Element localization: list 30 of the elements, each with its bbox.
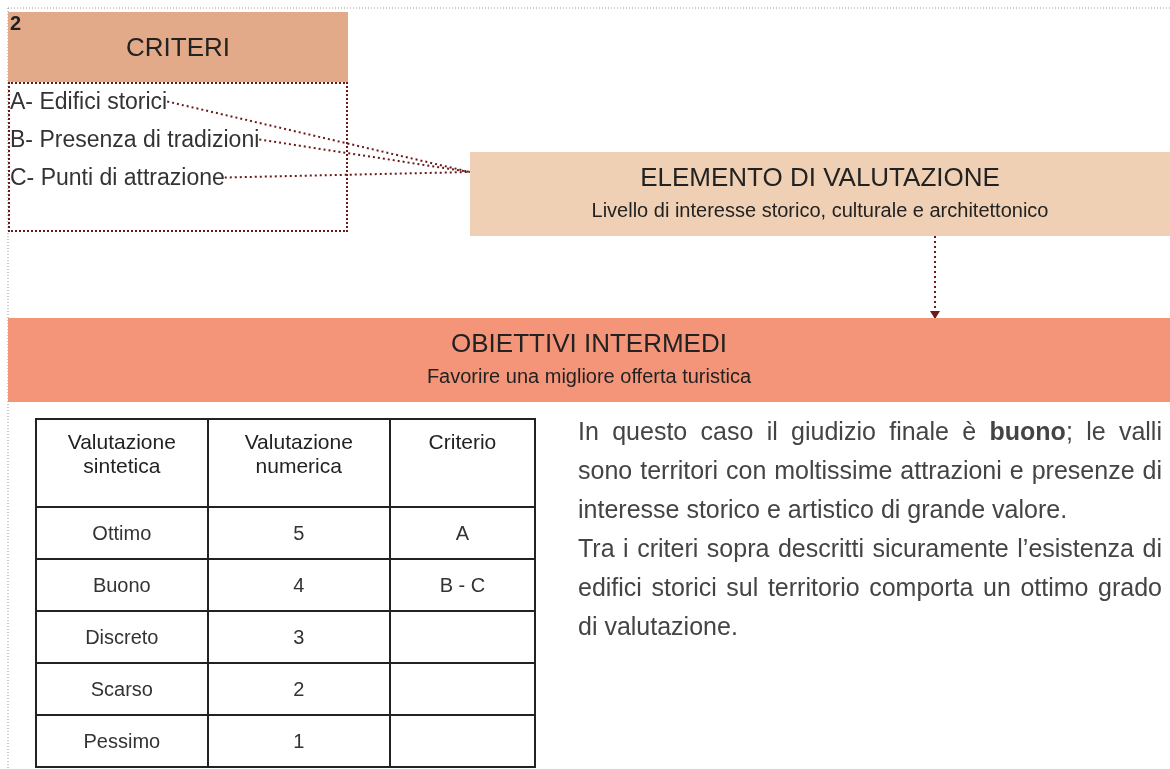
- table-text: Buono: [92, 573, 151, 597]
- box-title: ELEMENTO DI VALUTAZIONE: [639, 161, 1001, 194]
- table-text: Ottimo: [92, 521, 152, 545]
- table-text: Scarso: [90, 677, 153, 701]
- column-header: Valutazione sintetica: [66, 430, 177, 478]
- paragraph: Tra i criteri sopra descritti sicuramente l’esistenza di edifici storici sul territorio comporta un ottimo grado di valutazione.: [578, 533, 1162, 642]
- table-text: Pessimo: [83, 729, 161, 753]
- criteria-list-frame: [8, 82, 348, 232]
- box-subtitle: Livello di interesse storico, culturale e architettonico: [590, 198, 1050, 223]
- box-title: OBIETTIVI INTERMEDI: [450, 327, 728, 360]
- criterion-item: B- Presenza di tradizioni: [10, 126, 260, 153]
- table-text: 3: [293, 625, 305, 649]
- table-text: Discreto: [85, 625, 159, 649]
- paragraph: In questo caso il giudizio finale è buono; le valli sono territori con moltissime attrazioni e presenze di interesse storico e artistico di grande valore.: [578, 416, 1162, 525]
- table-text: 5: [293, 521, 305, 545]
- table-text: 1: [293, 729, 305, 753]
- column-header: Criterio: [428, 430, 497, 454]
- section-number: 2: [10, 12, 22, 35]
- criterion-item: C- Punti di attrazione: [10, 164, 225, 191]
- table-text: 4: [293, 573, 305, 597]
- table-text: A: [455, 521, 470, 545]
- table-text: 2: [293, 677, 305, 701]
- heading-box: [8, 318, 1170, 402]
- table-text: B - C: [439, 573, 486, 597]
- criterion-item: A- Edifici storici: [10, 88, 168, 115]
- box-subtitle: Favorire una migliore offerta turistica: [425, 364, 753, 389]
- connector-line: [258, 138, 471, 173]
- column-header: Valutazione numerica: [243, 430, 354, 478]
- arrow: [930, 235, 940, 319]
- heading-box: [470, 152, 1170, 236]
